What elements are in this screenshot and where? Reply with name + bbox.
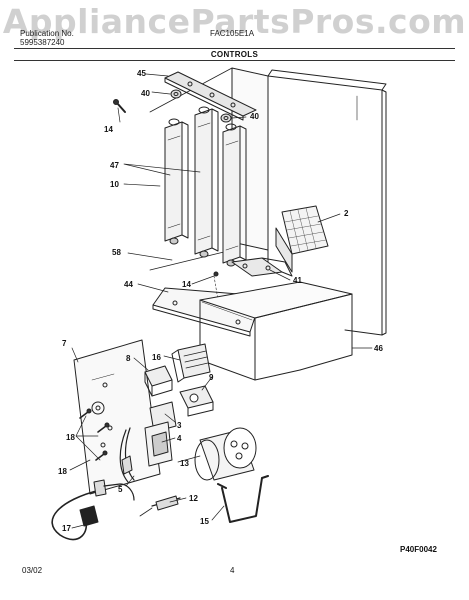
publication-number: 5995387240 <box>20 38 65 47</box>
callout-4: 4 <box>177 434 182 443</box>
side-plate <box>73 339 161 495</box>
callout-5: 5 <box>118 485 123 494</box>
control-box <box>199 281 353 381</box>
callout-46: 46 <box>374 344 383 353</box>
thermistor-sensor <box>139 495 181 517</box>
filter-screen <box>275 205 329 273</box>
callout-40-left: 40 <box>141 89 150 98</box>
callout-45: 45 <box>137 69 146 78</box>
callout-18-lower: 18 <box>58 467 67 476</box>
publication-label: Publication No. <box>20 29 74 38</box>
section-title: CONTROLS <box>210 50 259 59</box>
callout-17: 17 <box>62 524 71 533</box>
figure-code: P40F0042 <box>400 545 437 554</box>
screw-top <box>113 99 126 113</box>
power-cord <box>51 479 135 541</box>
model-number: FAC105E1A <box>210 29 255 38</box>
callout-14-mid: 14 <box>182 280 191 289</box>
wire-harness <box>119 427 135 483</box>
capacitor <box>194 427 257 481</box>
callout-12: 12 <box>189 494 198 503</box>
callout-13: 13 <box>180 459 189 468</box>
leader-lines <box>69 73 373 529</box>
mounting-bracket <box>231 257 293 277</box>
callout-47: 47 <box>110 161 119 170</box>
relay <box>144 365 173 397</box>
top-bracket <box>164 71 257 121</box>
header-rule <box>14 48 455 49</box>
callout-41: 41 <box>293 276 302 285</box>
callout-18-upper: 18 <box>66 433 75 442</box>
callout-2: 2 <box>344 209 349 218</box>
callout-9: 9 <box>209 373 214 382</box>
callout-8: 8 <box>126 354 131 363</box>
control-switch <box>144 401 177 467</box>
callout-40-right: 40 <box>250 112 259 121</box>
grommets <box>170 89 232 123</box>
section-rule <box>14 60 455 61</box>
terminal-block <box>171 343 211 383</box>
switch-tubes <box>164 106 247 267</box>
screws-side <box>79 408 110 461</box>
callout-15: 15 <box>200 517 209 526</box>
callout-7: 7 <box>62 339 67 348</box>
callout-3: 3 <box>177 421 182 430</box>
callout-44: 44 <box>124 280 133 289</box>
footer-page-number: 4 <box>230 566 235 575</box>
callout-10: 10 <box>110 180 119 189</box>
callout-14-top: 14 <box>104 125 113 134</box>
callout-16: 16 <box>152 353 161 362</box>
footer-date: 03/02 <box>22 566 43 575</box>
thermostat <box>179 385 214 417</box>
callout-58: 58 <box>112 248 121 257</box>
mounting-strap <box>217 475 269 523</box>
